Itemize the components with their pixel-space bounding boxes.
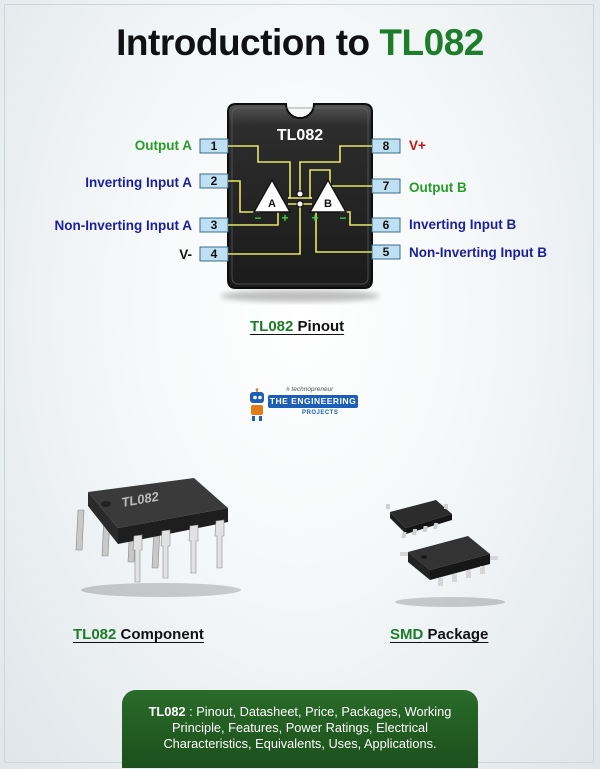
engineering-projects-logo: # technopreneur THE ENGINEERING PROJECTS <box>246 386 361 422</box>
pin-leads-left <box>199 138 229 262</box>
pinout-caption: TL082 Pinout <box>250 318 344 335</box>
pin-label-noninverting-b: Non-Inverting Input B <box>409 245 547 260</box>
chip-svg: 1 2 3 4 8 7 6 5 TL082 <box>199 103 401 302</box>
opamp-b <box>308 178 348 213</box>
opamp-a-plus: + <box>281 211 288 225</box>
title-highlight: TL082 <box>379 22 484 63</box>
chip-label: TL082 <box>277 127 323 144</box>
component-caption: TL082 Component <box>73 626 204 643</box>
logo-bar: THE ENGINEERING <box>268 395 358 408</box>
component-marking: TL082 <box>122 488 159 510</box>
robot-icon <box>250 388 264 421</box>
opamp-b-minus: − <box>339 211 346 225</box>
opamp-a <box>252 178 292 213</box>
info-text: : Pinout, Datasheet, Price, Packages, Wo… <box>163 704 452 751</box>
info-box: TL082 : Pinout, Datasheet, Price, Packag… <box>122 690 478 768</box>
pin-num-2: 2 <box>211 174 218 188</box>
pinout-caption-rest: Pinout <box>293 318 345 335</box>
logo-tagline: # technopreneur <box>286 386 334 393</box>
tl082-component-image: TL082 <box>75 478 241 597</box>
pin-num-4: 4 <box>211 247 218 261</box>
info-bold: TL082 <box>148 704 186 719</box>
logo-name: ENGINEERING <box>291 396 357 406</box>
pin-leads-right <box>371 138 401 260</box>
pin-label-vminus: V- <box>179 247 192 262</box>
pin-label-vplus: V+ <box>409 138 426 153</box>
pin-num-5: 5 <box>383 245 390 259</box>
pin-label-inverting-a: Inverting Input A <box>85 175 192 190</box>
logo-the: THE <box>269 396 289 406</box>
smd-caption: SMD Package <box>390 626 488 643</box>
component-caption-rest: Component <box>116 626 204 643</box>
pin-num-1: 1 <box>211 139 218 153</box>
smd-chip-small <box>386 500 452 538</box>
junction-dot <box>296 190 304 198</box>
component-caption-highlight: TL082 <box>73 626 117 643</box>
junction-dot <box>296 200 304 208</box>
opamp-a-label: A <box>268 198 276 210</box>
pin-num-6: 6 <box>383 218 390 232</box>
logo-sub: PROJECTS <box>302 410 339 416</box>
pinout-caption-highlight: TL082 <box>250 318 294 335</box>
title-prefix: Introduction to <box>116 22 380 63</box>
pin-label-output-a: Output A <box>134 138 192 153</box>
pin-label-output-b: Output B <box>409 180 467 195</box>
pin-label-noninverting-a: Non-Inverting Input A <box>54 218 192 233</box>
pin-num-7: 7 <box>383 179 390 193</box>
page-title: Introduction to TL082 <box>0 22 600 64</box>
smd-caption-rest: Package <box>423 626 489 643</box>
pin-num-8: 8 <box>383 139 390 153</box>
smd-caption-highlight: SMD <box>390 626 424 643</box>
smd-chip-large <box>400 536 498 586</box>
pin-label-inverting-b: Inverting Input B <box>409 217 517 232</box>
pinout-diagram: 1 2 3 4 8 7 6 5 TL082 <box>0 100 600 310</box>
opamp-a-minus: − <box>254 211 261 225</box>
opamp-b-plus: + <box>311 211 318 225</box>
smd-package-image <box>386 500 505 607</box>
pin-num-3: 3 <box>211 218 218 232</box>
opamp-b-label: B <box>324 198 332 210</box>
